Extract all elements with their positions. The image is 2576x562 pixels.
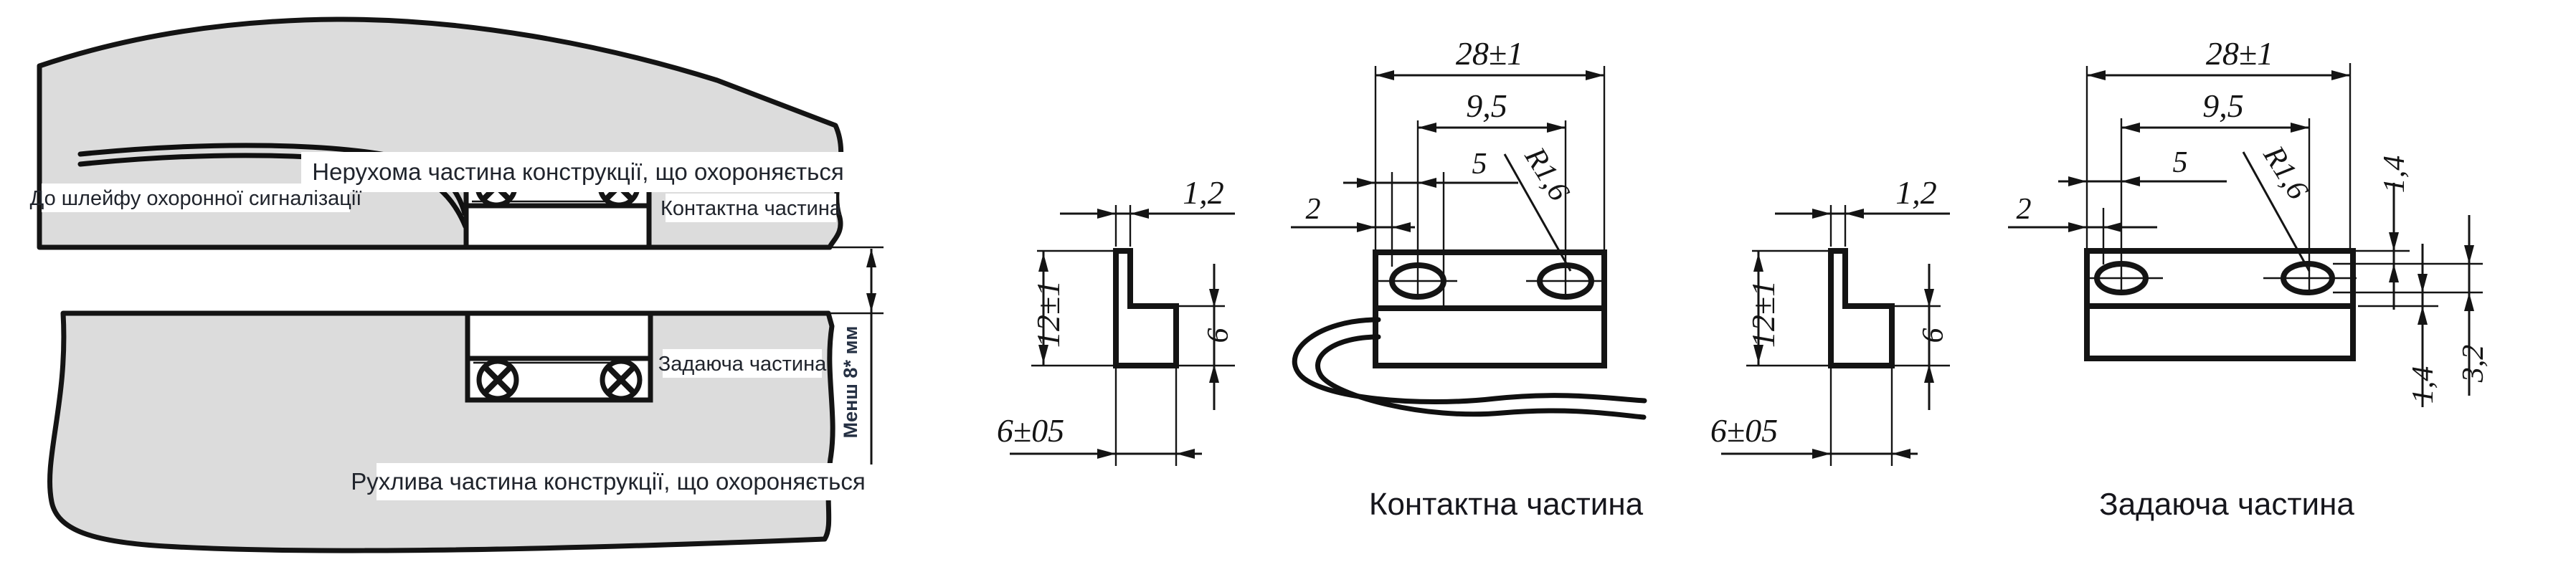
dim-height: 12±1	[1030, 280, 1066, 348]
fixed-part-label: Нерухома частина конструкції, що охороня…	[301, 152, 855, 192]
dim-flange: 1,2	[1895, 174, 1937, 211]
dim-radius: R1,6	[1517, 141, 1576, 207]
dim-flange: 1,2	[1183, 174, 1224, 211]
dim-body-height: 6	[1202, 328, 1235, 343]
gap-dimension-text: Менш 8* мм	[840, 326, 861, 439]
fixed-part-label-text: Нерухома частина конструкції, що охороня…	[312, 158, 843, 185]
moving-part-label-text: Рухлива частина конструкції, що охороняє…	[351, 468, 865, 495]
contact-part-label-text: Контактна частина	[660, 197, 842, 220]
dim-pitch: 9,5	[2202, 87, 2244, 124]
loop-label-text: До шлейфу охоронної сигналізації	[30, 187, 362, 210]
magnet-front-view: 28±1 9,5 5 2 R1,6 1,4	[2008, 35, 2490, 407]
dim-edge-to-slot: 2	[2017, 193, 2032, 226]
magnet-part-label: Задаюча частина	[658, 349, 827, 378]
moving-part-label: Рухлива частина конструкції, що охороняє…	[351, 463, 866, 500]
contact-side-view: 1,2 12±1 6 6±05	[997, 174, 1235, 466]
dim-edge-to-center: 5	[1472, 148, 1487, 181]
dim-width: 28±1	[1456, 35, 1523, 72]
dim-top-margin: 1,4	[2378, 156, 2411, 194]
screw-icon	[600, 358, 643, 401]
magnet-part-caption: Задаюча частина	[2099, 487, 2354, 522]
installation-diagram: Нерухома частина конструкції, що охороня…	[30, 16, 884, 553]
magnet-part-label-text: Задаюча частина	[658, 353, 827, 376]
dim-height: 12±1	[1745, 280, 1781, 348]
contact-part-caption: Контактна частина	[1369, 487, 1644, 522]
contact-front-view: 28±1 9,5 5 2 R1,6	[1291, 35, 1647, 420]
dim-slot-height: 3,2	[2457, 345, 2490, 384]
dim-body-height: 6	[1917, 328, 1950, 343]
magnet-sensor	[465, 310, 653, 403]
dim-edge-to-center: 5	[2173, 146, 2188, 179]
screw-icon	[476, 358, 519, 401]
dim-bottom-margin: 1,4	[2407, 366, 2440, 404]
dim-edge-to-slot: 2	[1306, 193, 1321, 226]
magnet-side-view: 1,2 12±1 6 6±05	[1710, 174, 1950, 466]
wire	[1292, 317, 1647, 420]
dim-body-width: 6±05	[1710, 412, 1778, 449]
contact-part-label: Контактна частина	[660, 194, 842, 222]
l-profile-outline	[1113, 248, 1179, 368]
gap-dimension: Менш 8* мм	[830, 246, 884, 465]
moving-part-shape	[47, 310, 835, 553]
magnet-right-dimensions: 1,4 1,4 3,2	[2333, 156, 2490, 407]
l-profile-outline	[1828, 248, 1895, 368]
dim-pitch: 9,5	[1466, 87, 1507, 124]
loop-label: До шлейфу охоронної сигналізації	[30, 184, 362, 212]
dim-width: 28±1	[2206, 35, 2273, 72]
dim-radius: R1,6	[2256, 140, 2314, 206]
dim-body-width: 6±05	[997, 412, 1064, 449]
